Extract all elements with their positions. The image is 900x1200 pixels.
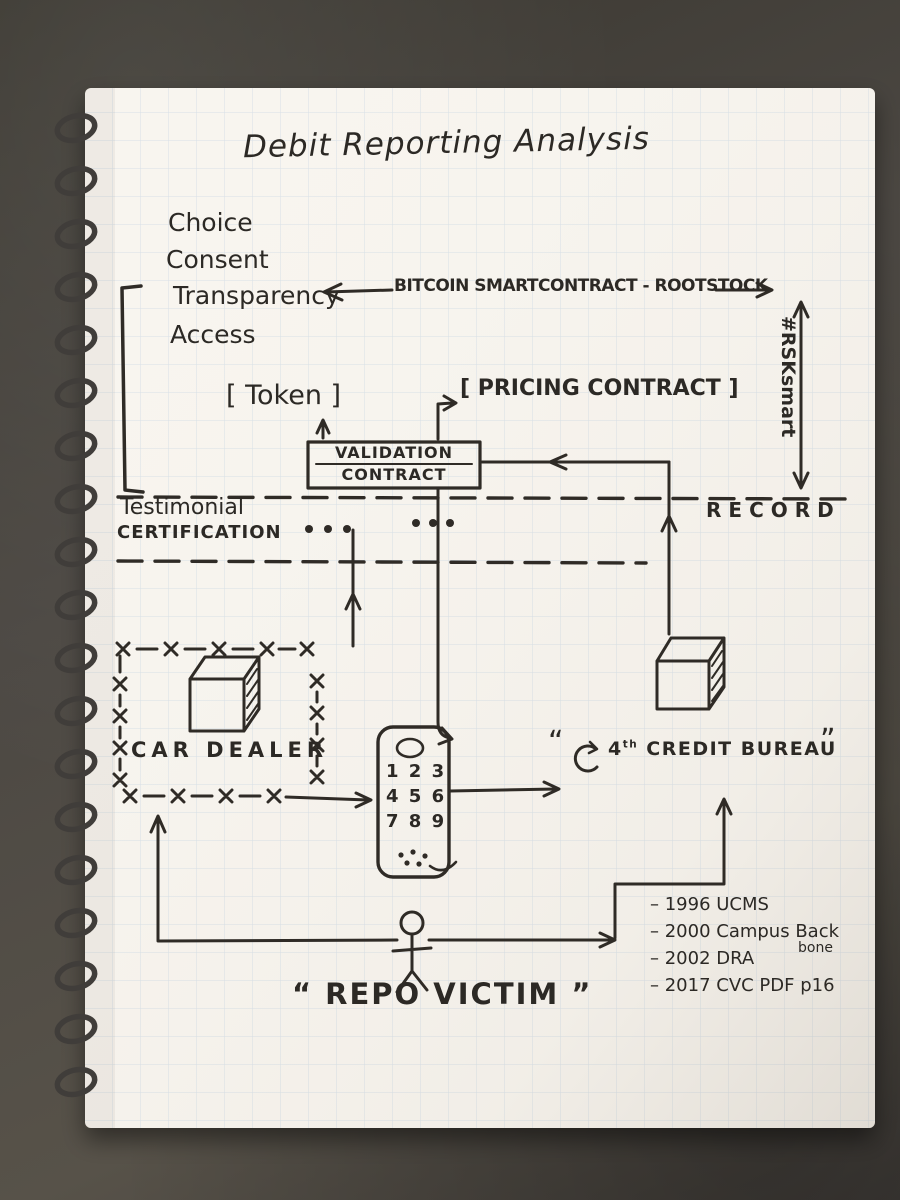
arrow-rootstock-to-transparency — [322, 282, 394, 302]
rotation-icon — [573, 740, 599, 773]
certification-label: CERTIFICATION — [117, 522, 282, 543]
arrow-victim-to-bureau — [427, 797, 733, 949]
bitcoin-rootstock-label: BITCOIN SMARTCONTRACT - ROOTSTOCK — [394, 276, 768, 296]
token-label: [ Token ] — [226, 380, 342, 411]
bureau-quote-close: ” — [820, 723, 836, 758]
principle-consent: Consent — [166, 245, 269, 274]
car-dealer-label: CAR DEALER — [131, 738, 329, 762]
arrow-bureau-to-validation — [480, 453, 678, 636]
history-note-bone: bone — [798, 940, 833, 956]
principle-choice: Choice — [168, 208, 253, 237]
car-dealer-cube-icon — [188, 655, 261, 733]
notebook-paper — [85, 88, 875, 1128]
validation-contract-line1: VALIDATION — [334, 443, 454, 462]
arrow-phone-to-bureau — [448, 780, 561, 798]
arrow-dealer-to-phone — [284, 791, 373, 809]
arrow-dealer-to-certification — [344, 528, 362, 648]
car-dealer-fence — [112, 641, 373, 809]
phone-row-1: 1 2 3 — [386, 761, 447, 782]
history-item-2017: – 2017 CVC PDF p16 — [650, 975, 835, 996]
connection-dots — [305, 519, 454, 533]
arrow-victim-to-dealer — [149, 814, 399, 943]
phone-row-3: 7 8 9 — [386, 811, 447, 832]
boundary-dashed-upper — [116, 495, 858, 501]
history-item-1996: – 1996 UCMS — [650, 894, 769, 915]
left-bracket — [120, 284, 145, 494]
bureau-ordinal: th — [622, 738, 639, 751]
principle-transparency: Transparency — [173, 281, 340, 310]
rsk-vertical-arrow — [792, 300, 810, 490]
pricing-contract-label: [ PRICING CONTRACT ] — [460, 376, 739, 401]
credit-bureau-label: 4th CREDIT BUREAU — [608, 739, 837, 760]
validation-box — [306, 440, 482, 490]
history-item-2000: – 2000 Campus Back — [650, 921, 840, 942]
bureau-text: CREDIT BUREAU — [646, 738, 837, 760]
record-label: RECORD — [706, 498, 841, 522]
history-item-2002: – 2002 DRA — [650, 948, 755, 969]
arrow-validation-to-pricing — [436, 394, 458, 441]
repo-victim-label: “ REPO VICTIM ” — [292, 977, 593, 1011]
page-title: Debit Reporting Analysis — [242, 120, 651, 166]
principle-access: Access — [170, 320, 256, 349]
bureau-number: 4 — [608, 738, 623, 760]
stick-figure-icon — [391, 910, 433, 994]
arrow-rootstock-to-rsk — [714, 281, 774, 299]
arrow-validation-to-token — [315, 418, 331, 440]
validation-contract-line2: CONTRACT — [341, 465, 447, 484]
bureau-quote-open: “ — [548, 725, 564, 760]
ink-layer — [112, 281, 858, 994]
phone-icon — [376, 725, 458, 879]
credit-bureau-cube-icon — [655, 636, 726, 711]
rsksmart-hashtag: #RSKsmart — [776, 316, 799, 438]
testimonial-label: Testimonial — [120, 495, 244, 520]
phone-row-2: 4 5 6 — [386, 786, 447, 807]
boundary-dashed-lower — [116, 559, 648, 565]
